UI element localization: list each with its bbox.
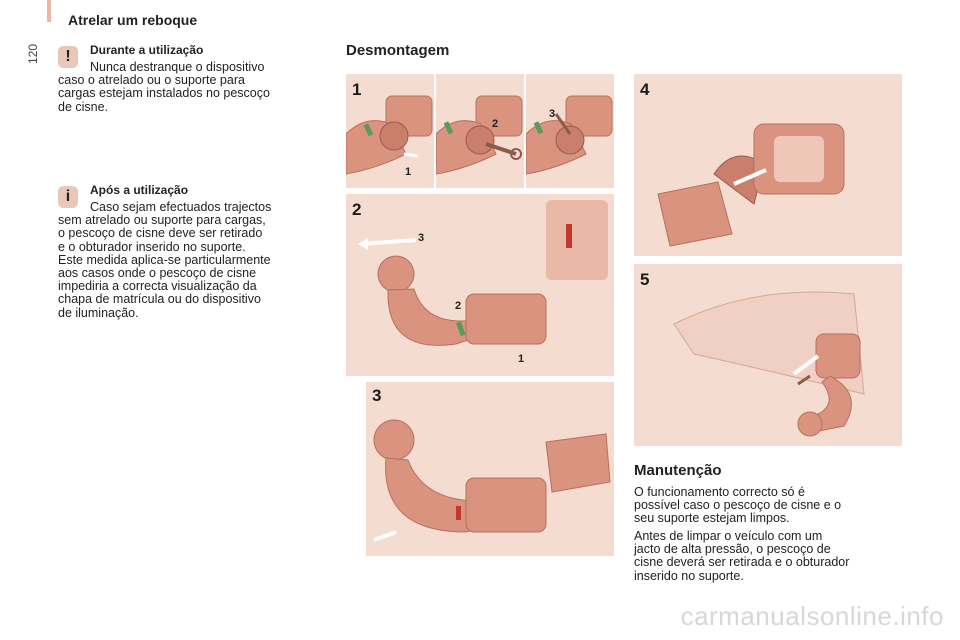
- chapter-title: Atrelar um reboque: [68, 12, 198, 28]
- figure-step4-panel: [634, 74, 902, 256]
- lock-key-removed-illustration: [526, 95, 613, 175]
- notice-body-during-use: Nunca destranque o dispositivo caso o at…: [58, 60, 270, 114]
- figure-step1-label: 1: [352, 80, 362, 99]
- watermark: carmanualsonline.info: [680, 601, 944, 631]
- figure-step5-panel: [634, 264, 902, 446]
- figure-step1-panel-b: [436, 74, 524, 188]
- figure-step1-callout-3: 3: [549, 108, 556, 120]
- figure-step4-label: 4: [640, 80, 650, 99]
- figure-step5-label: 5: [640, 270, 650, 289]
- notice-heading-during-use: Durante a utilização: [90, 43, 204, 57]
- figure-step2-label: 2: [352, 200, 362, 219]
- tow-ball-withdrawn-illustration: [373, 419, 611, 542]
- section-title-desmontagem: Desmontagem: [346, 42, 450, 59]
- tow-hook-cover-illustration: [673, 291, 865, 437]
- figure-step1-panel-c: [526, 74, 614, 188]
- figure-step3-label: 3: [372, 386, 382, 405]
- shutter-insert-illustration: [657, 123, 845, 247]
- manutencao-paragraph-1: O funcionamento correcto só é possível c…: [634, 485, 842, 526]
- figure-step2-panel: [346, 194, 614, 376]
- section-title-manutencao: Manutenção: [634, 462, 722, 479]
- info-icon: i: [58, 186, 78, 208]
- figure-step2-callout-2: 2: [455, 300, 462, 312]
- notice-body-after-use: Caso sejam efectuados trajectos sem atre…: [58, 200, 272, 320]
- figure-step1-callout-1: 1: [405, 166, 412, 178]
- notice-heading-after-use: Após a utilização: [90, 183, 189, 197]
- warning-icon: !: [58, 46, 78, 68]
- manutencao-paragraph-2: Antes de limpar o veículo com um jacto d…: [634, 529, 850, 583]
- lock-key-illustration: [346, 95, 433, 175]
- lock-turn-illustration: [436, 95, 523, 175]
- tow-ball-removal-illustration: [358, 200, 608, 346]
- figure-step2-callout-3: 3: [418, 232, 425, 244]
- figure-step3-panel: [366, 382, 614, 556]
- header-accent-bar: [47, 0, 51, 22]
- figure-step1-callout-2: 2: [492, 118, 499, 130]
- page-number: 120: [26, 43, 40, 64]
- figure-step2-callout-1: 1: [518, 353, 525, 365]
- figure-step1-panel-a: [346, 74, 434, 188]
